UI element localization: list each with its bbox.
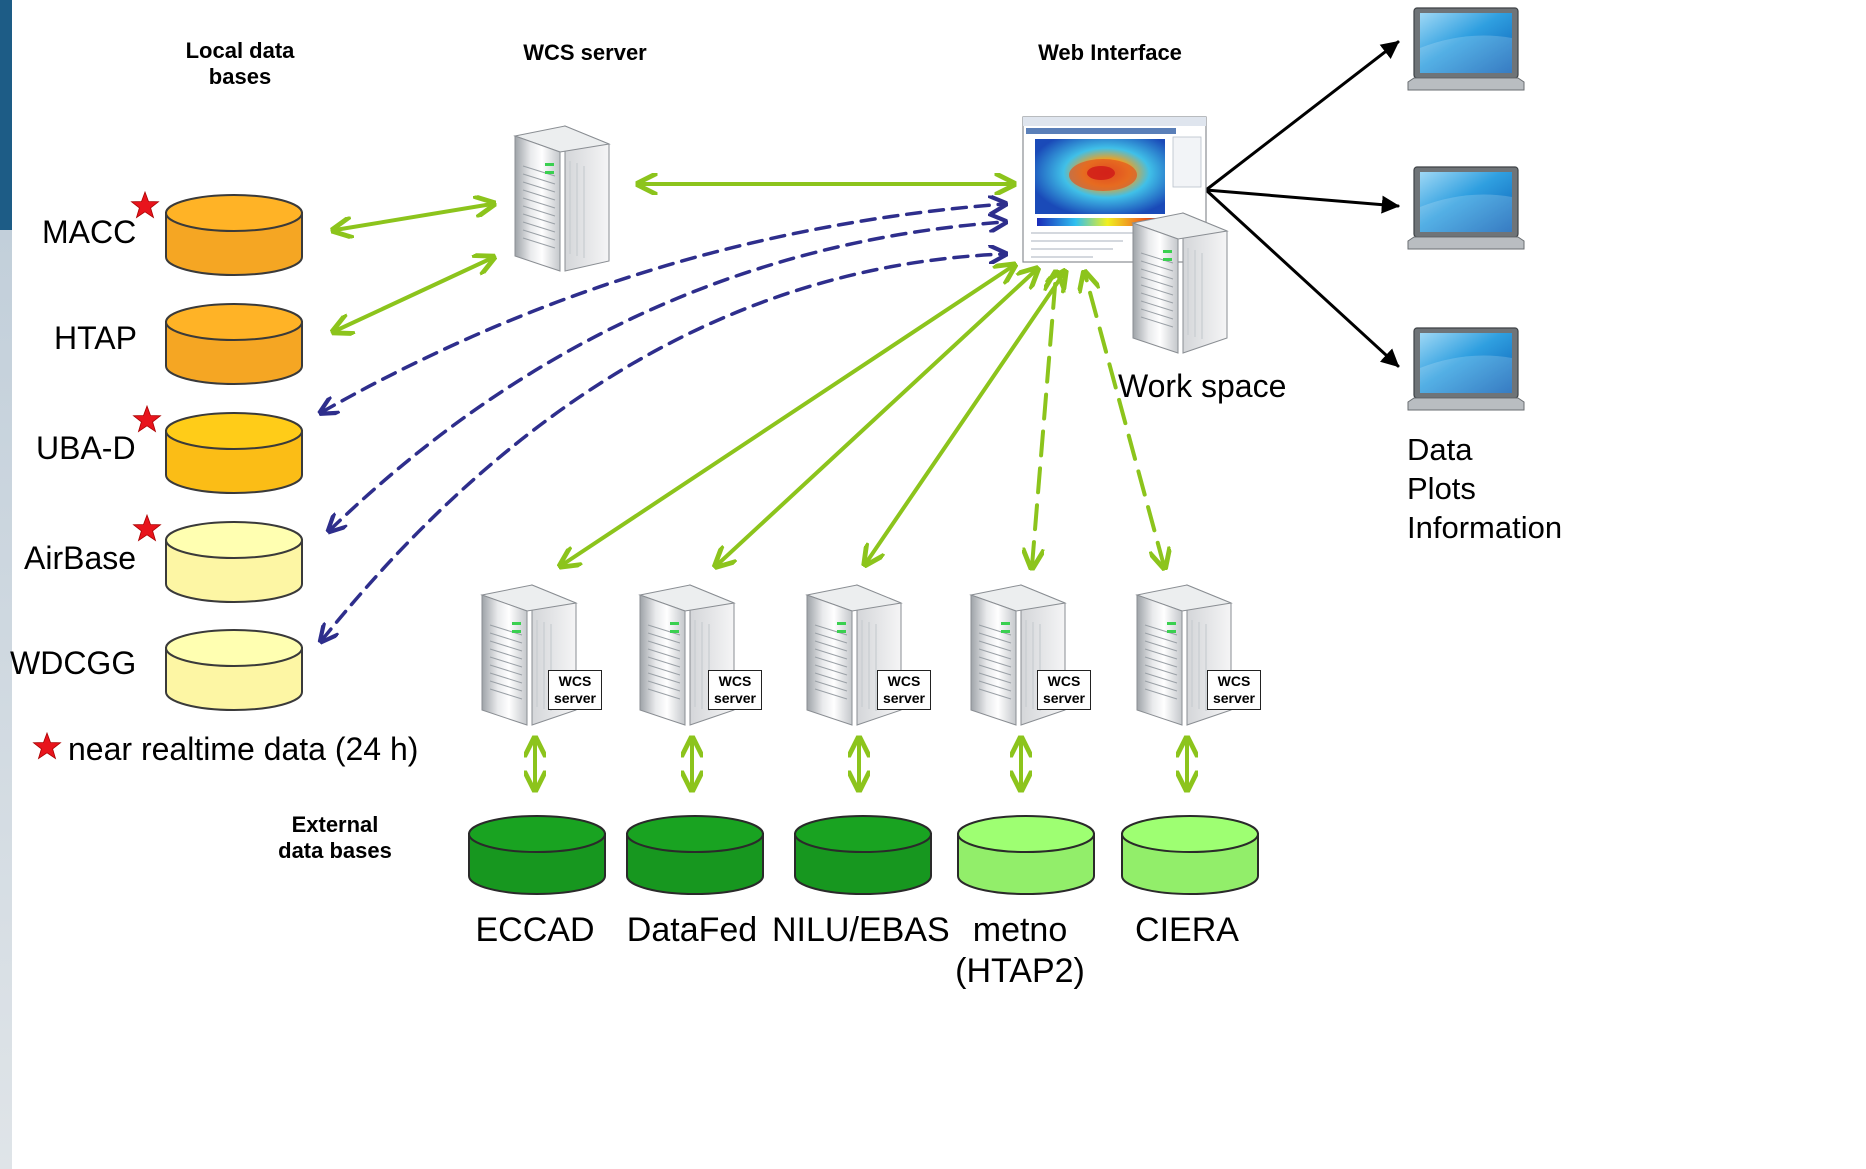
local-db-label-macc: MACC bbox=[42, 214, 137, 250]
wcs-server-tag-ciera: WCS server bbox=[1207, 670, 1261, 710]
local-db-label-uba-d: UBA-D bbox=[36, 430, 136, 466]
arrow-web-laptop3 bbox=[1204, 188, 1400, 368]
external-db-label-eccad: ECCAD bbox=[475, 911, 595, 949]
outputs-label: Data Plots Information bbox=[1407, 432, 1563, 546]
external-db-label-ciera: CIERA bbox=[1135, 911, 1239, 949]
external-db-label-metno: metno (HTAP2) bbox=[955, 911, 1085, 990]
local-db-cylinder-airbase bbox=[165, 521, 303, 603]
local-db-label-wdcgg: WDCGG bbox=[10, 645, 137, 681]
external-db-cylinder bbox=[957, 815, 1095, 895]
local-db-cylinder-macc bbox=[165, 194, 303, 276]
web-interface-screenshot bbox=[1022, 116, 1207, 263]
wcs-server-tag-datafed: WCS server bbox=[708, 670, 762, 710]
star-icon-uba bbox=[132, 404, 162, 433]
star-icon-legend bbox=[32, 731, 62, 760]
external-server-icon bbox=[1135, 584, 1233, 726]
star-icon-macc bbox=[130, 190, 160, 219]
arrow-ciera-web bbox=[1085, 274, 1164, 566]
header-web-interface: Web Interface bbox=[1038, 40, 1182, 65]
dashed-arrow-airbase bbox=[330, 222, 1004, 530]
laptop-icons bbox=[1407, 7, 1525, 411]
work-space-server-icon bbox=[1131, 212, 1229, 354]
header-external-databases: External data bases bbox=[278, 812, 392, 864]
slide-sidebar-dark bbox=[0, 0, 12, 230]
wcs-server-tag-metno: WCS server bbox=[1037, 670, 1091, 710]
laptop-icon bbox=[1407, 327, 1525, 411]
external-db-label-nilu-ebas: NILU/EBAS bbox=[772, 911, 950, 949]
external-servers bbox=[468, 584, 1259, 895]
connection-arrows bbox=[322, 40, 1400, 788]
laptop-icon bbox=[1407, 166, 1525, 250]
slide-sidebar-light bbox=[0, 230, 12, 1169]
work-space-label: Work space bbox=[1118, 368, 1287, 404]
star-icon-airbase bbox=[132, 513, 162, 542]
legend-near-realtime-text: near realtime data (24 h) bbox=[68, 731, 419, 767]
local-db-cylinder-uba-d bbox=[165, 412, 303, 494]
external-db-cylinder bbox=[1121, 815, 1259, 895]
wcs-server-tag-eccad: WCS server bbox=[548, 670, 602, 710]
wcs-server-icon bbox=[513, 125, 611, 272]
arrow-macc-wcs bbox=[335, 204, 492, 230]
local-db-label-htap: HTAP bbox=[54, 320, 137, 356]
external-db-cylinder bbox=[794, 815, 932, 895]
local-db-label-airbase: AirBase bbox=[24, 540, 137, 576]
near-realtime-stars bbox=[32, 190, 162, 760]
external-server-icon bbox=[805, 584, 903, 726]
header-wcs-server: WCS server bbox=[523, 40, 647, 65]
external-db-cylinder bbox=[468, 815, 606, 895]
arrow-web-laptop2 bbox=[1204, 188, 1400, 214]
wcs-server-tag-nilu-ebas: WCS server bbox=[877, 670, 931, 710]
external-server-icon bbox=[969, 584, 1067, 726]
arrow-eccad-web bbox=[562, 266, 1013, 565]
header-local-databases: Local data bases bbox=[185, 38, 295, 90]
local-databases bbox=[165, 194, 303, 711]
arrow-datafed-web bbox=[717, 270, 1036, 565]
arrow-metno-web bbox=[1032, 274, 1056, 566]
laptop-icon bbox=[1407, 7, 1525, 91]
local-db-cylinder-wdcgg bbox=[165, 629, 303, 711]
arrow-htap-wcs bbox=[335, 258, 492, 331]
external-server-icon bbox=[480, 584, 578, 726]
arrow-web-laptop1 bbox=[1204, 40, 1400, 192]
local-db-cylinder-htap bbox=[165, 303, 303, 385]
external-db-cylinder bbox=[626, 815, 764, 895]
external-db-label-datafed: DataFed bbox=[626, 911, 758, 949]
